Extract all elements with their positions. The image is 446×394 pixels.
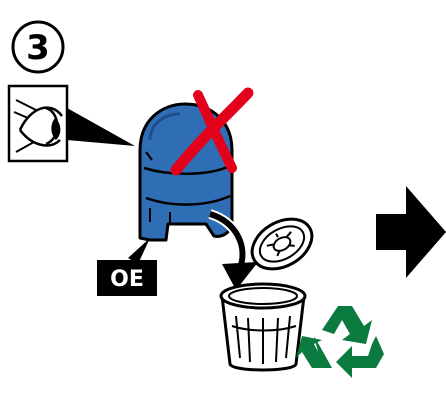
next-arrow-icon (376, 186, 446, 278)
oe-label: OE (110, 267, 144, 292)
oe-label-pointer: OE (97, 238, 157, 296)
eye-icon (9, 86, 135, 161)
recycle-icon (296, 306, 384, 378)
step-number: 3 (26, 28, 50, 68)
step-circle-icon: 3 (13, 22, 63, 72)
